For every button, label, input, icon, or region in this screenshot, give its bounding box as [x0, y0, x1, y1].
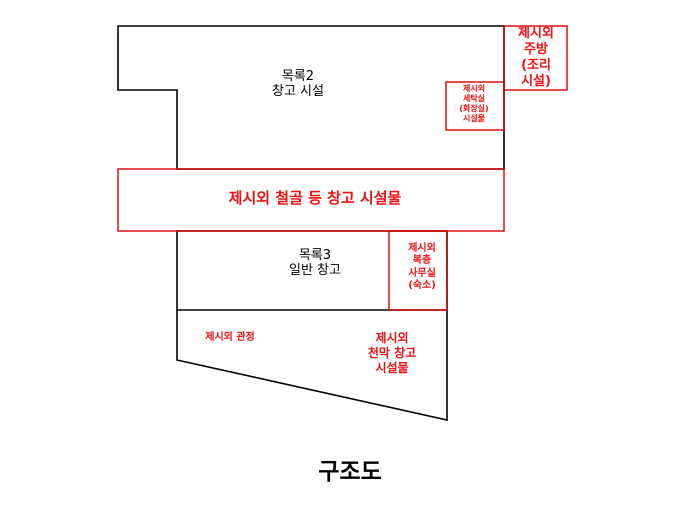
page-title: 구조도 — [318, 459, 382, 485]
kitchen-box — [503, 25, 568, 91]
office-box — [388, 230, 448, 311]
steel-warehouse-box — [117, 168, 505, 232]
laundry-box — [445, 81, 505, 131]
lower-warehouse-outline — [176, 230, 448, 421]
